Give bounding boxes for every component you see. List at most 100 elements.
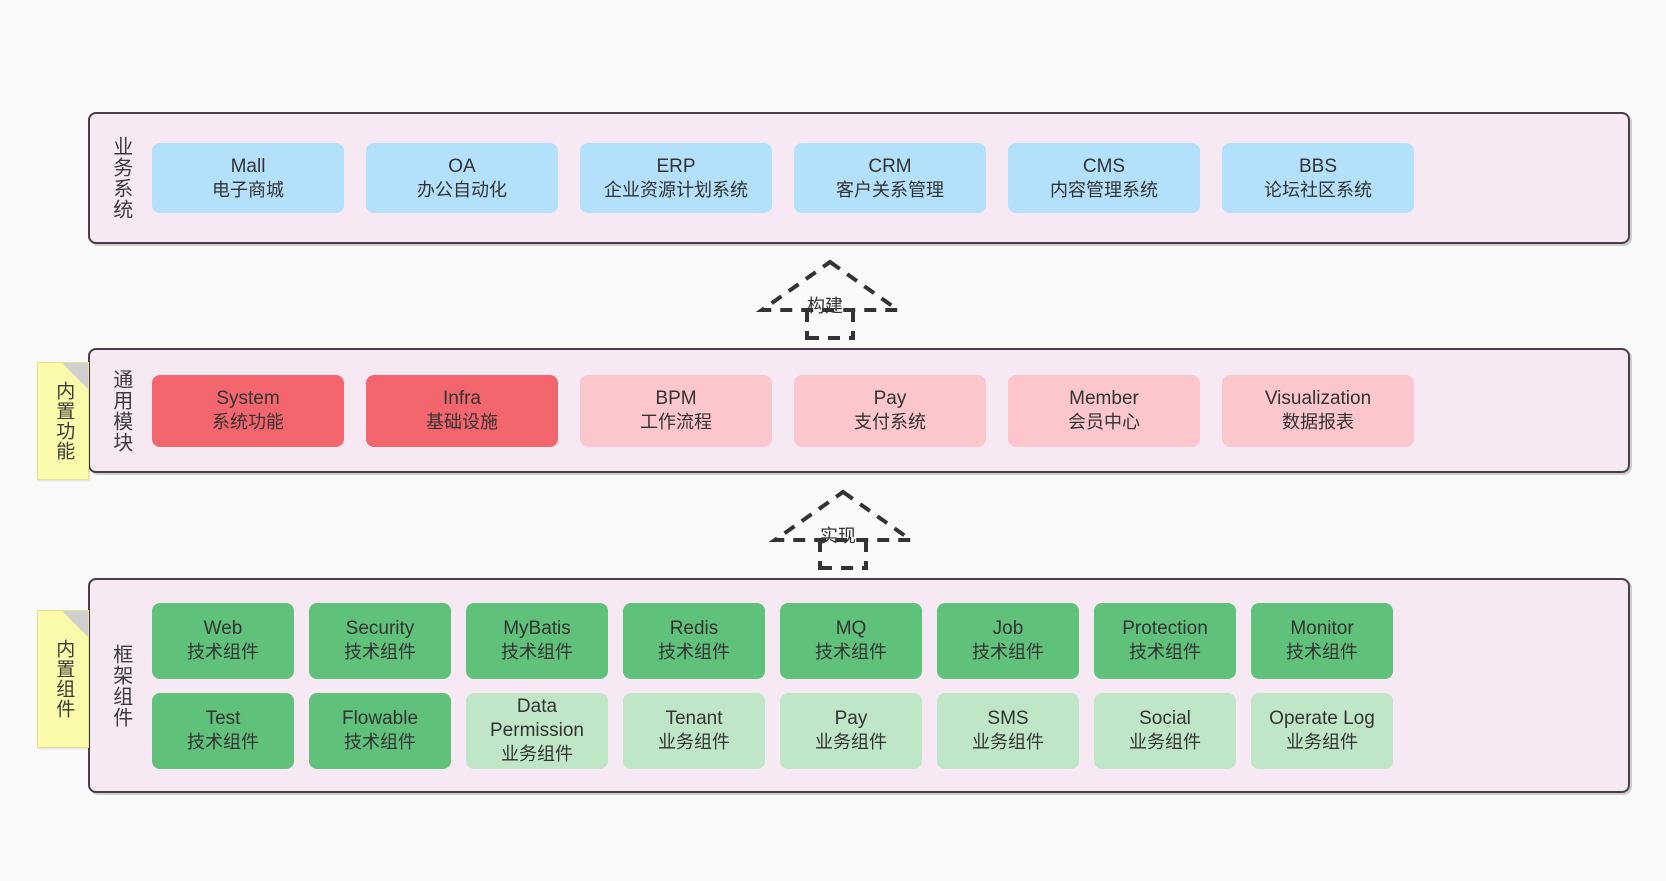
page-fold-icon	[62, 363, 88, 389]
node-subtitle: 论坛社区系统	[1264, 179, 1372, 200]
sticky-note-text: 内置组件	[53, 639, 75, 719]
node-subtitle: 业务组件	[1129, 732, 1201, 753]
node-subtitle: 业务组件	[501, 744, 573, 765]
node-title: CMS	[1082, 155, 1126, 177]
node-subtitle: 企业资源计划系统	[604, 179, 748, 200]
node-infra[interactable]: Infra 基础设施	[366, 374, 558, 447]
node-title: Monitor	[1290, 618, 1354, 640]
node-title: ERP	[656, 155, 696, 177]
node-oa[interactable]: OA 办公自动化	[366, 143, 558, 213]
node-subtitle: 内容管理系统	[1050, 179, 1158, 200]
node-row: Test 技术组件 Flowable 技术组件 Data Permission …	[152, 692, 1614, 769]
layer-business-systems[interactable]: 业务系统 Mall 电子商城 OA 办公自动化 ERP 企业资源计划系统 CRM…	[88, 112, 1630, 244]
node-redis[interactable]: Redis 技术组件	[623, 602, 765, 679]
node-subtitle: 业务组件	[815, 732, 887, 753]
node-mq[interactable]: MQ 技术组件	[780, 602, 922, 679]
node-erp[interactable]: ERP 企业资源计划系统	[580, 143, 772, 213]
node-title: Web	[203, 618, 243, 640]
node-subtitle: 技术组件	[187, 732, 259, 753]
node-title: Mall	[230, 155, 266, 177]
page-fold-icon	[62, 611, 88, 637]
node-title: Redis	[669, 618, 719, 640]
node-subtitle: 技术组件	[1286, 642, 1358, 663]
layer-framework-components[interactable]: 框架组件 Web 技术组件 Security 技术组件 MyBatis 技术组件…	[88, 578, 1630, 793]
node-visualization[interactable]: Visualization 数据报表	[1222, 374, 1414, 447]
connector-build: 构建	[755, 258, 905, 340]
node-subtitle: 技术组件	[187, 642, 259, 663]
sticky-note-builtin-components[interactable]: 内置组件	[37, 610, 89, 748]
node-mybatis[interactable]: MyBatis 技术组件	[466, 602, 608, 679]
node-subtitle: 技术组件	[1129, 642, 1201, 663]
layer-title-business-systems: 业务系统	[109, 136, 132, 220]
node-security[interactable]: Security 技术组件	[309, 602, 451, 679]
node-protection[interactable]: Protection 技术组件	[1094, 602, 1236, 679]
node-sms[interactable]: SMS 业务组件	[937, 692, 1079, 769]
node-flowable[interactable]: Flowable 技术组件	[309, 692, 451, 769]
node-subtitle: 电子商城	[212, 179, 284, 200]
node-title: Pay	[873, 388, 907, 410]
layer-common-modules[interactable]: 通用模块 System 系统功能 Infra 基础设施 BPM 工作流程 Pay…	[88, 348, 1630, 473]
node-title: Infra	[442, 388, 482, 410]
node-pay-component[interactable]: Pay 业务组件	[780, 692, 922, 769]
node-title: OA	[448, 155, 476, 177]
node-title: Flowable	[341, 708, 419, 730]
node-subtitle: 技术组件	[658, 642, 730, 663]
node-operate-log[interactable]: Operate Log 业务组件	[1251, 692, 1393, 769]
node-title: Data Permission	[490, 696, 584, 742]
node-monitor[interactable]: Monitor 技术组件	[1251, 602, 1393, 679]
node-web[interactable]: Web 技术组件	[152, 602, 294, 679]
node-subtitle: 技术组件	[815, 642, 887, 663]
sticky-note-text: 内置功能	[53, 381, 75, 461]
sticky-note-builtin-features[interactable]: 内置功能	[37, 362, 89, 480]
node-subtitle: 数据报表	[1282, 412, 1354, 433]
layer-title-framework-components: 框架组件	[109, 643, 132, 728]
node-pay[interactable]: Pay 支付系统	[794, 374, 986, 447]
node-subtitle: 业务组件	[1286, 732, 1358, 753]
node-subtitle: 业务组件	[972, 732, 1044, 753]
node-title: Social	[1139, 708, 1191, 730]
node-job[interactable]: Job 技术组件	[937, 602, 1079, 679]
node-subtitle: 技术组件	[501, 642, 573, 663]
node-title: Operate Log	[1269, 708, 1375, 730]
node-subtitle: 客户关系管理	[836, 179, 944, 200]
connector-build-label: 构建	[807, 296, 843, 316]
node-row: Mall 电子商城 OA 办公自动化 ERP 企业资源计划系统 CRM 客户关系…	[152, 143, 1614, 213]
layer-body-framework-components: Web 技术组件 Security 技术组件 MyBatis 技术组件 Redi…	[142, 602, 1628, 769]
connector-implement: 实现	[768, 488, 918, 570]
layer-title-common-modules: 通用模块	[109, 368, 132, 453]
node-subtitle: 工作流程	[640, 412, 712, 433]
node-subtitle: 基础设施	[426, 412, 498, 433]
node-title: MyBatis	[503, 618, 571, 640]
node-title: Member	[1069, 388, 1139, 410]
node-social[interactable]: Social 业务组件	[1094, 692, 1236, 769]
node-subtitle: 会员中心	[1068, 412, 1140, 433]
node-data-permission[interactable]: Data Permission 业务组件	[466, 692, 608, 769]
node-bpm[interactable]: BPM 工作流程	[580, 374, 772, 447]
node-bbs[interactable]: BBS 论坛社区系统	[1222, 143, 1414, 213]
node-title: MQ	[835, 618, 867, 640]
node-tenant[interactable]: Tenant 业务组件	[623, 692, 765, 769]
node-subtitle: 办公自动化	[417, 179, 507, 200]
node-title: BBS	[1298, 155, 1338, 177]
node-mall[interactable]: Mall 电子商城	[152, 143, 344, 213]
node-title: SMS	[987, 708, 1029, 730]
node-title: Tenant	[665, 708, 723, 730]
node-subtitle: 支付系统	[854, 412, 926, 433]
node-title: Security	[345, 618, 415, 640]
node-member[interactable]: Member 会员中心	[1008, 374, 1200, 447]
node-crm[interactable]: CRM 客户关系管理	[794, 143, 986, 213]
layer-body-common-modules: System 系统功能 Infra 基础设施 BPM 工作流程 Pay 支付系统…	[142, 374, 1628, 447]
node-cms[interactable]: CMS 内容管理系统	[1008, 143, 1200, 213]
node-title: Job	[992, 618, 1024, 640]
node-subtitle: 技术组件	[344, 732, 416, 753]
node-system[interactable]: System 系统功能	[152, 374, 344, 447]
node-subtitle: 技术组件	[972, 642, 1044, 663]
node-title: Pay	[834, 708, 868, 730]
node-subtitle: 业务组件	[658, 732, 730, 753]
node-subtitle: 系统功能	[212, 412, 284, 433]
node-title: BPM	[655, 388, 697, 410]
node-row: System 系统功能 Infra 基础设施 BPM 工作流程 Pay 支付系统…	[152, 374, 1614, 447]
node-subtitle: 技术组件	[344, 642, 416, 663]
node-test[interactable]: Test 技术组件	[152, 692, 294, 769]
